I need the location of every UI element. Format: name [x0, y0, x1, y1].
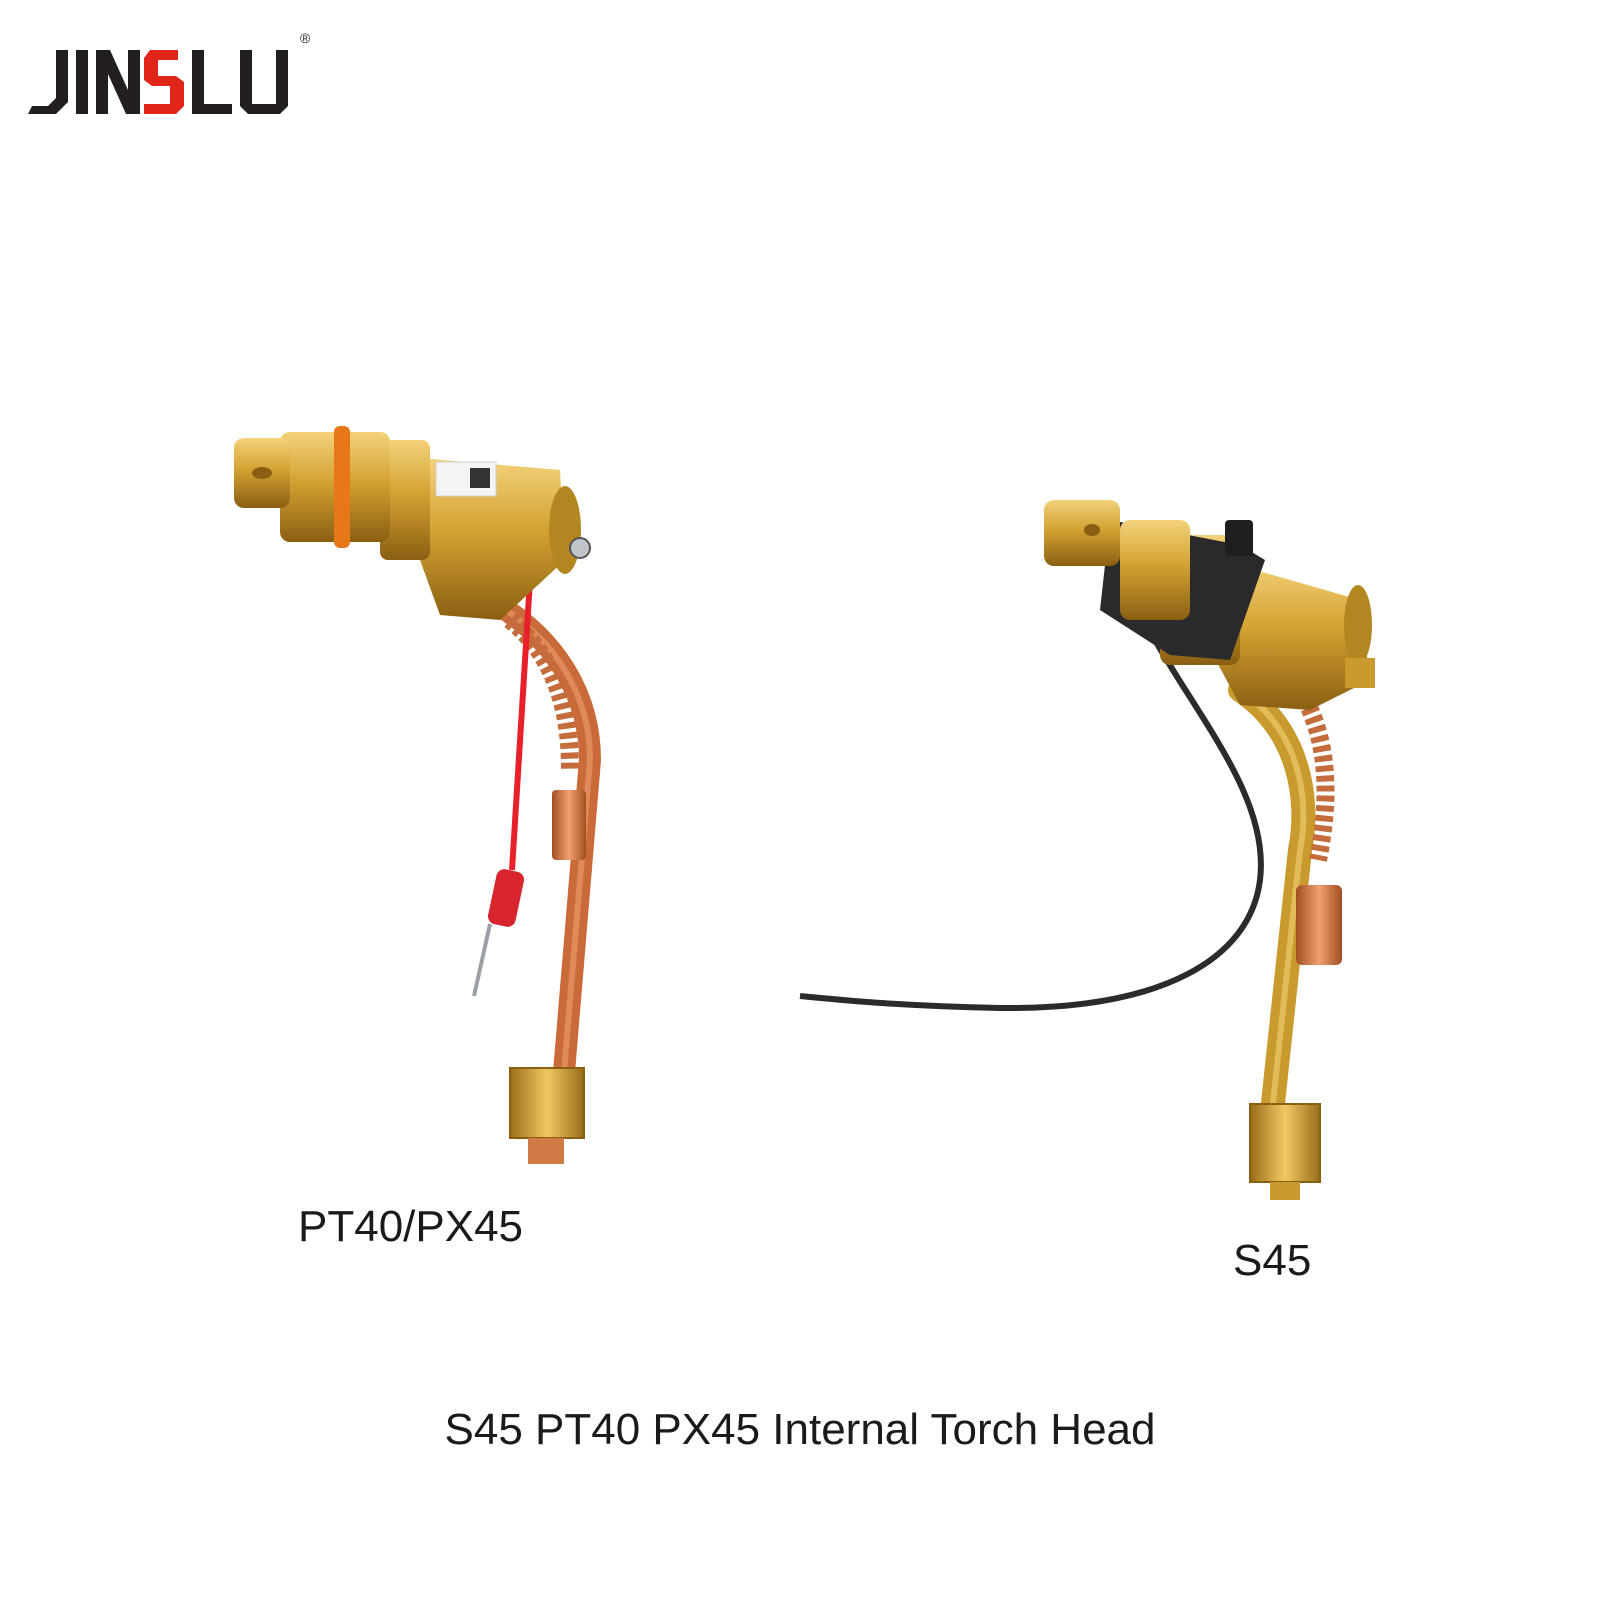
product-label-s45: S45: [1233, 1236, 1312, 1285]
orange-o-ring: [334, 426, 350, 548]
brand-logo: [28, 40, 328, 120]
s45-torch-head: [799, 500, 1375, 1200]
registered-mark: ®: [300, 30, 311, 46]
brass-body: [420, 458, 565, 620]
threaded-connector: [1120, 520, 1190, 620]
hex-fitting: [1249, 1103, 1321, 1183]
copper-sleeve: [1296, 885, 1342, 965]
red-terminal: [487, 869, 525, 927]
product-label-pt40-px45: PT40/PX45: [298, 1202, 524, 1251]
page-title: S45 PT40 PX45 Internal Torch Head: [444, 1405, 1156, 1454]
pt40-px45-torch-head: [234, 426, 602, 1164]
hex-fitting: [509, 1067, 585, 1139]
copper-sleeve: [552, 790, 586, 860]
black-wire: [799, 638, 1264, 1012]
